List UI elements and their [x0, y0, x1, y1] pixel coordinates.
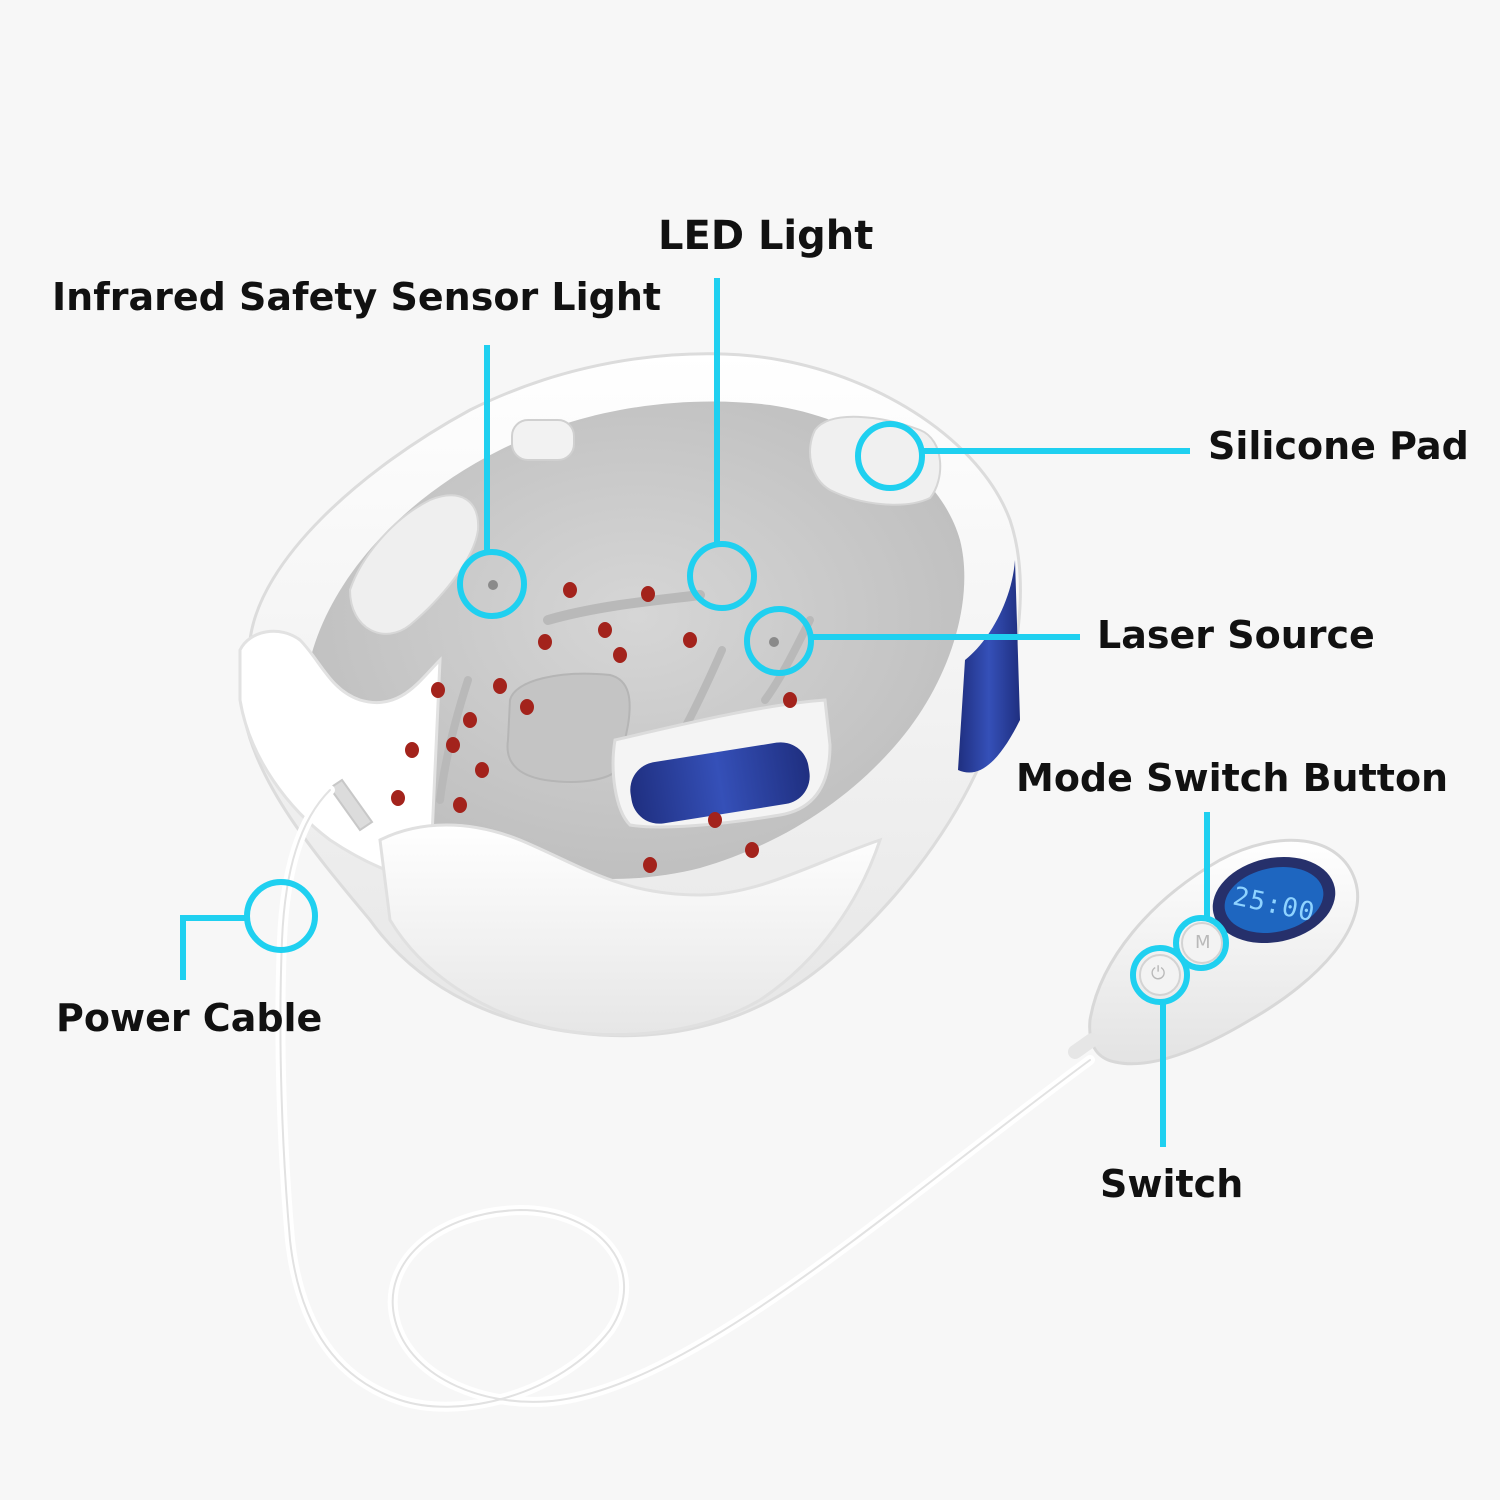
mode-button-glyph: M [1195, 932, 1211, 953]
led-dot [446, 737, 460, 753]
callout-circle-laser [744, 606, 814, 676]
led-dot [493, 678, 507, 694]
led-dot [683, 632, 697, 648]
led-dot [520, 699, 534, 715]
callout-circle-mode [1173, 915, 1229, 971]
callout-circle-infrared [457, 549, 527, 619]
label-infrared-sensor: Infrared Safety Sensor Light [52, 275, 662, 319]
led-dot [475, 762, 489, 778]
remote-control [1068, 838, 1360, 1066]
led-dot [405, 742, 419, 758]
label-mode-switch-button: Mode Switch Button [1016, 756, 1449, 800]
led-dot [783, 692, 797, 708]
led-dots [391, 582, 797, 873]
callout-circle-silicone [855, 421, 925, 491]
helmet-interior [238, 401, 965, 1037]
led-dot [431, 682, 445, 698]
led-dot [708, 812, 722, 828]
led-dot [641, 586, 655, 602]
power-button[interactable] [1139, 954, 1181, 996]
led-dot [453, 797, 467, 813]
led-dot [463, 712, 477, 728]
label-led-light: LED Light [658, 213, 874, 259]
label-silicone-pad: Silicone Pad [1208, 424, 1469, 468]
callouts [180, 278, 1229, 1147]
led-dot [613, 647, 627, 663]
led-dot [563, 582, 577, 598]
label-power-cable: Power Cable [56, 996, 323, 1040]
led-dot [745, 842, 759, 858]
callout-circle-led [687, 541, 757, 611]
led-dot [538, 634, 552, 650]
label-switch: Switch [1100, 1162, 1244, 1206]
callout-circle-power [244, 879, 318, 953]
led-dot [391, 790, 405, 806]
mode-button[interactable] [1181, 922, 1223, 964]
label-laser-source: Laser Source [1097, 613, 1375, 657]
led-dot [598, 622, 612, 638]
callout-line-power [180, 915, 246, 980]
inner-blue-panel [630, 742, 810, 824]
power-button-icon: ⏻ [1151, 963, 1166, 984]
power-cable [275, 785, 1095, 1412]
led-dot [643, 857, 657, 873]
side-blue-panel [958, 560, 1020, 773]
callout-circle-switch [1130, 945, 1190, 1005]
